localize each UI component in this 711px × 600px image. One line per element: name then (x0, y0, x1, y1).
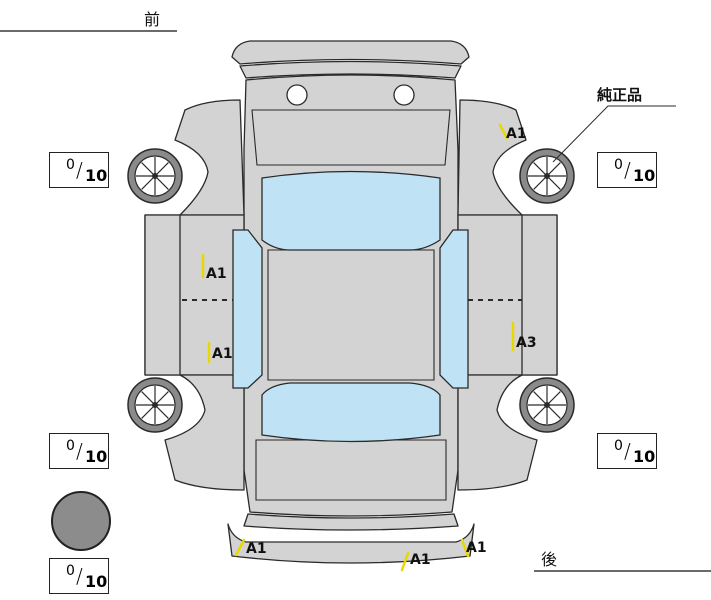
spare-tire-icon (51, 491, 111, 551)
mark-tick-rear-bumper-center (400, 551, 410, 572)
mark-tick-rear-bumper-right (460, 538, 470, 558)
front-bumper-lower (239, 60, 462, 79)
tire-box-rear-left: 0 / 10 (49, 433, 109, 469)
wheel-rear-right-icon (519, 377, 575, 433)
tire-max: 10 (85, 572, 108, 591)
rear-bumper (227, 523, 475, 564)
tire-slash: / (624, 158, 631, 182)
front-bumper (231, 40, 470, 65)
tire-value: 0 (66, 563, 75, 579)
damage-mark: A1 (466, 540, 487, 556)
tire-max: 10 (633, 447, 656, 466)
right-rear-fender (457, 374, 538, 491)
right-front-fender (457, 99, 527, 216)
left-front-fender (174, 99, 245, 216)
damage-mark: A1 (506, 126, 527, 142)
tire-box-front-left: 0 / 10 (49, 152, 109, 188)
genuine-part-label: 純正品 (597, 86, 643, 104)
rear-bumper-upper (243, 513, 459, 531)
tire-value: 0 (66, 157, 75, 173)
headlight-right (393, 84, 415, 106)
genuine-callout-line (552, 105, 676, 163)
hood-panel (251, 109, 451, 166)
tire-value: 0 (614, 157, 623, 173)
left-rear-fender (164, 374, 245, 491)
left-sill (144, 214, 181, 376)
tire-max: 10 (85, 447, 108, 466)
trunk-panel (255, 439, 447, 501)
right-window (439, 229, 469, 389)
damage-mark: A1 (212, 346, 233, 362)
right-sill (521, 214, 558, 376)
left-window (232, 229, 263, 389)
tire-slash: / (76, 158, 83, 182)
tire-max: 10 (85, 166, 108, 185)
headlight-left (286, 84, 308, 106)
tire-box-front-right: 0 / 10 (597, 152, 657, 188)
windshield (261, 170, 441, 251)
rear-window (261, 382, 441, 443)
tire-box-spare: 0 / 10 (49, 558, 109, 594)
tire-box-rear-right: 0 / 10 (597, 433, 657, 469)
wheel-front-right-icon (519, 148, 575, 204)
front-label: 前 (144, 10, 161, 29)
tire-value: 0 (614, 438, 623, 454)
damage-mark: A1 (206, 266, 227, 282)
tire-slash: / (76, 439, 83, 463)
mark-tick-fr-fender (498, 123, 509, 140)
roof-panel (267, 249, 435, 381)
damage-mark: A1 (410, 552, 431, 568)
tire-slash: / (624, 439, 631, 463)
rear-label: 後 (541, 550, 558, 569)
damage-mark: A3 (516, 335, 537, 351)
tire-value: 0 (66, 438, 75, 454)
wheel-rear-left-icon (127, 377, 183, 433)
tire-max: 10 (633, 166, 656, 185)
tire-slash: / (76, 564, 83, 588)
wheel-front-left-icon (127, 148, 183, 204)
mark-tick-rear-bumper-left (234, 538, 246, 557)
damage-mark: A1 (246, 541, 267, 557)
